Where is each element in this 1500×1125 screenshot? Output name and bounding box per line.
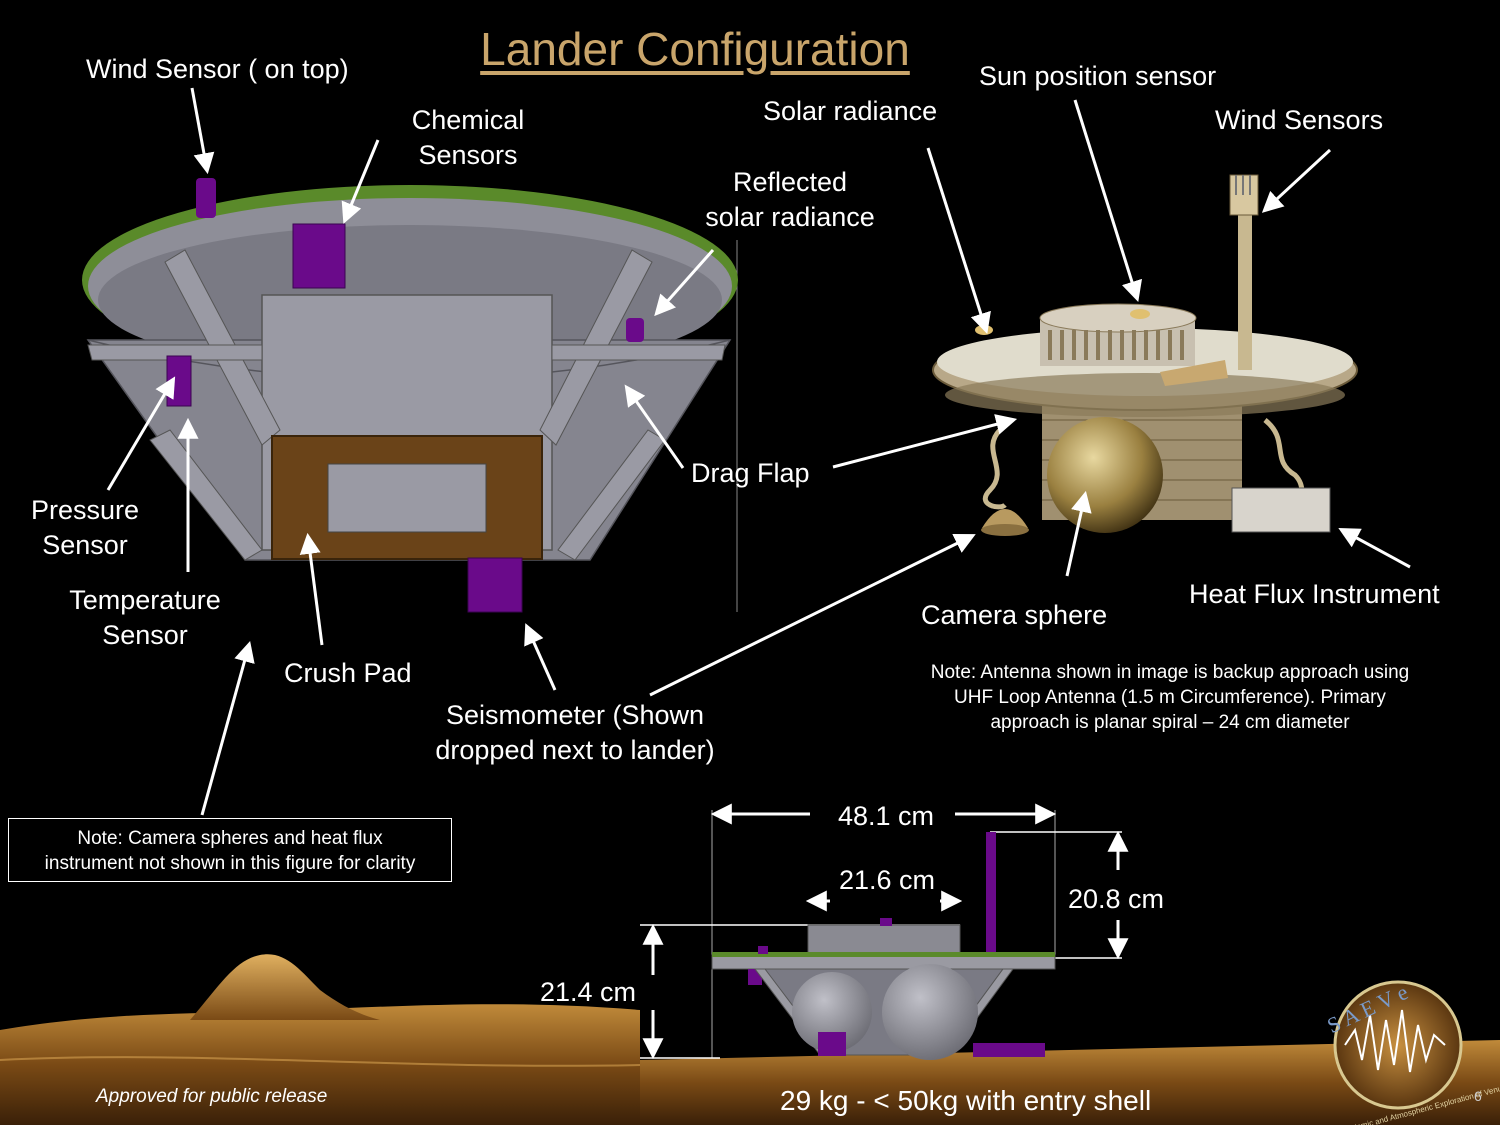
label-temperature-line1: Temperature [69, 585, 221, 615]
arrow-seismometer-left [524, 623, 557, 691]
label-temperature-line2: Sensor [102, 620, 188, 650]
dim-width-inner: 21.6 cm [839, 865, 936, 895]
arrow-camera-sphere [1065, 490, 1092, 577]
wind-sensor-mast [1238, 210, 1252, 370]
label-heat-flux: Heat Flux Instrument [1189, 579, 1440, 609]
antenna-note-line2: UHF Loop Antenna (1.5 m Circumference). … [954, 687, 1386, 708]
antenna-note-line1: Note: Antenna shown in image is backup a… [930, 662, 1410, 683]
label-chemical-line1: Chemical [411, 105, 525, 135]
camera-note-box: Note: Camera spheres and heat flux instr… [8, 818, 452, 882]
seismometer-dome [982, 509, 1028, 528]
label-chemical-line2: Sensors [418, 140, 518, 170]
wind-sensor-post [196, 178, 216, 218]
slide-title: Lander Configuration [480, 23, 910, 75]
arrow-chemical [341, 139, 380, 224]
arrow-heat-flux [1338, 527, 1411, 569]
arrow-reflected [654, 249, 715, 317]
camera-sphere [1047, 417, 1163, 533]
dim-deck-plate [711, 954, 1056, 970]
pressure-sensor-block [166, 355, 192, 407]
heat-flux-instrument [1231, 487, 1331, 533]
callout-arrows [106, 87, 1411, 1060]
crush-pad-window [327, 463, 487, 533]
arrow-drag-flap-left [624, 384, 685, 469]
label-wind-sensor: Wind Sensor ( on top) [86, 54, 349, 84]
label-pressure-sensor: Pressure Sensor [20, 493, 150, 563]
label-solar-radiance: Solar radiance [763, 96, 938, 126]
page-number: 6 [1474, 1088, 1482, 1104]
antenna-note-line3: approach is planar spiral – 24 cm diamet… [990, 712, 1350, 733]
label-camera-sphere: Camera sphere [921, 600, 1108, 630]
label-temperature-sensor: Temperature Sensor [60, 583, 230, 653]
arrow-wind-sensors [1261, 148, 1332, 213]
release-footer: Approved for public release [96, 1086, 328, 1107]
dim-width-outer: 48.1 cm [838, 801, 935, 831]
label-seismometer-line2: dropped next to lander) [435, 735, 715, 765]
arrow-pressure [106, 376, 176, 491]
dim-height-right: 20.8 cm [1068, 884, 1165, 914]
arrow-crush-pad [299, 532, 324, 646]
arrow-solar-radiance [926, 147, 991, 335]
arrow-note-box [200, 640, 255, 816]
label-reflected-solar: Reflected solar radiance [690, 165, 890, 235]
camera-note-line2: instrument not shown in this figure for … [44, 853, 416, 874]
arrow-drag-flap-right [832, 414, 1018, 469]
label-pressure-line1: Pressure [30, 495, 140, 525]
dimension-drawing [640, 810, 1122, 1060]
arrow-sun-position [1073, 99, 1142, 303]
label-reflected-line1: Reflected [732, 167, 848, 197]
label-seismometer: Seismometer (Shown dropped next to lande… [420, 698, 730, 768]
reflected-solar-sensor [626, 318, 644, 342]
label-reflected-line2: solar radiance [705, 202, 875, 232]
label-sun-position: Sun position sensor [979, 61, 1217, 91]
saeve-logo: S A E V e Seismic and Atmospheric Explor… [1323, 979, 1500, 1125]
seismometer-block [467, 557, 523, 613]
label-drag-flap: Drag Flap [691, 458, 810, 488]
mass-note: 29 kg - < 50kg with entry shell [780, 1085, 1152, 1116]
label-wind-sensors: Wind Sensors [1215, 105, 1384, 135]
lander-cad-drawing [82, 178, 738, 613]
arrow-seismometer-right [649, 534, 976, 697]
antenna-note: Note: Antenna shown in image is backup a… [890, 660, 1450, 735]
lander-photo-model [932, 174, 1358, 536]
label-seismometer-line1: Seismometer (Shown [445, 700, 705, 730]
dim-height-left: 21.4 cm [540, 977, 637, 1007]
chemical-sensor-block [292, 223, 346, 289]
label-pressure-line2: Sensor [42, 530, 128, 560]
venus-surface [0, 954, 1500, 1125]
camera-note-line1: Note: Camera spheres and heat flux [77, 828, 383, 849]
label-chemical-sensors: Chemical Sensors [398, 103, 538, 173]
label-crush-pad: Crush Pad [284, 658, 412, 688]
arrow-wind-sensor [190, 87, 215, 175]
